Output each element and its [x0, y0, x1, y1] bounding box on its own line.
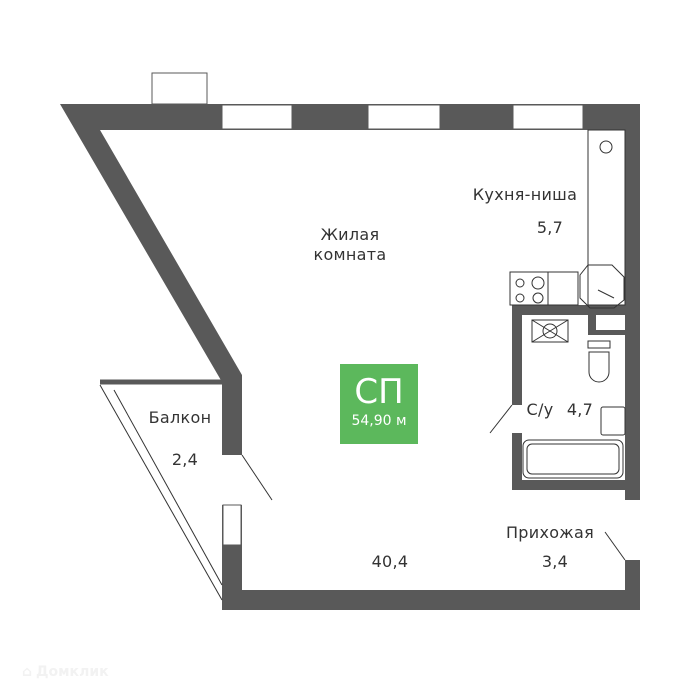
- hall-area: 3,4: [541, 552, 569, 571]
- window: [512, 104, 584, 130]
- watermark-text: Домклик: [36, 664, 109, 680]
- window: [367, 104, 441, 130]
- kitchen-area: 5,7: [536, 218, 564, 237]
- window: [221, 104, 293, 130]
- vent: [531, 319, 569, 343]
- windows: [151, 72, 584, 546]
- walls: [60, 104, 640, 610]
- bottom-wall: [222, 590, 640, 610]
- fixtures: [99, 129, 626, 601]
- washbasin: [600, 406, 626, 436]
- bathroom-label: С/у: [526, 400, 554, 419]
- bathtub: [522, 439, 624, 479]
- hall-label: Прихожая: [505, 523, 595, 542]
- door-swing: [489, 404, 513, 434]
- bath-top-wall: [512, 305, 625, 315]
- door-swing: [241, 454, 273, 501]
- fan-icon: [599, 140, 613, 154]
- balcony-label: Балкон: [148, 408, 212, 427]
- kitchen-counter: [587, 129, 626, 306]
- bathroom-area: 4,7: [566, 400, 594, 419]
- sink: [579, 264, 625, 309]
- living-room-name-2: комната: [313, 245, 387, 264]
- window: [222, 504, 242, 546]
- watermark-logo: ⌂ Домклик: [22, 664, 109, 680]
- toilet: [588, 351, 610, 383]
- top-box: [151, 72, 208, 105]
- living-room-name-1: Жилая: [320, 225, 380, 244]
- bath-left-wall-upper: [512, 305, 522, 405]
- bath-left-wall-lower: [512, 433, 522, 490]
- apartment-type-badge: СП 54,90 м: [340, 364, 418, 444]
- toilet-tank: [587, 340, 611, 349]
- apartment-type: СП: [354, 372, 404, 412]
- living-room-label: Жилая комната: [300, 225, 400, 265]
- living-room-area: 40,4: [371, 552, 409, 571]
- shaft-wall: [588, 315, 596, 335]
- right-wall-lower: [625, 560, 640, 610]
- kitchen-label: Кухня-ниша: [472, 185, 578, 204]
- balcony-area: 2,4: [171, 450, 199, 469]
- outer-wall: [60, 104, 640, 500]
- house-icon: ⌂: [22, 664, 33, 680]
- total-area: 54,90 м: [351, 413, 407, 429]
- door-swing: [604, 531, 626, 561]
- bath-bottom-wall: [512, 480, 625, 490]
